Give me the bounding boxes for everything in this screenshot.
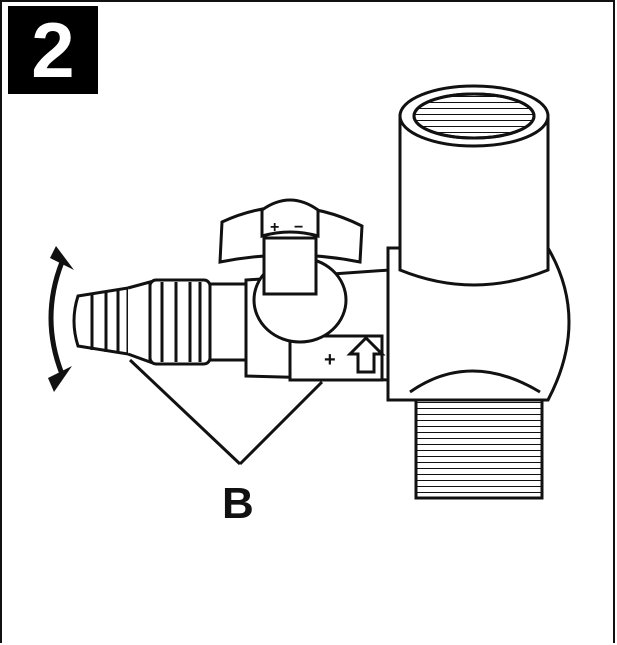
handle-minus-symbol: − bbox=[294, 219, 303, 236]
step-number-badge: 2 bbox=[8, 6, 98, 94]
flow-direction-arrow-icon: + bbox=[324, 335, 386, 374]
step-number: 2 bbox=[31, 5, 75, 94]
callout-lines bbox=[128, 358, 324, 466]
handle-plus-symbol: + bbox=[270, 219, 279, 236]
hose-barb bbox=[72, 278, 248, 366]
flow-plus-symbol: + bbox=[324, 349, 336, 371]
tee-fitting bbox=[386, 84, 571, 500]
callout-label-b: B bbox=[222, 479, 254, 528]
rotate-arrow-icon bbox=[48, 246, 74, 392]
valve-handle: + − bbox=[218, 198, 364, 296]
